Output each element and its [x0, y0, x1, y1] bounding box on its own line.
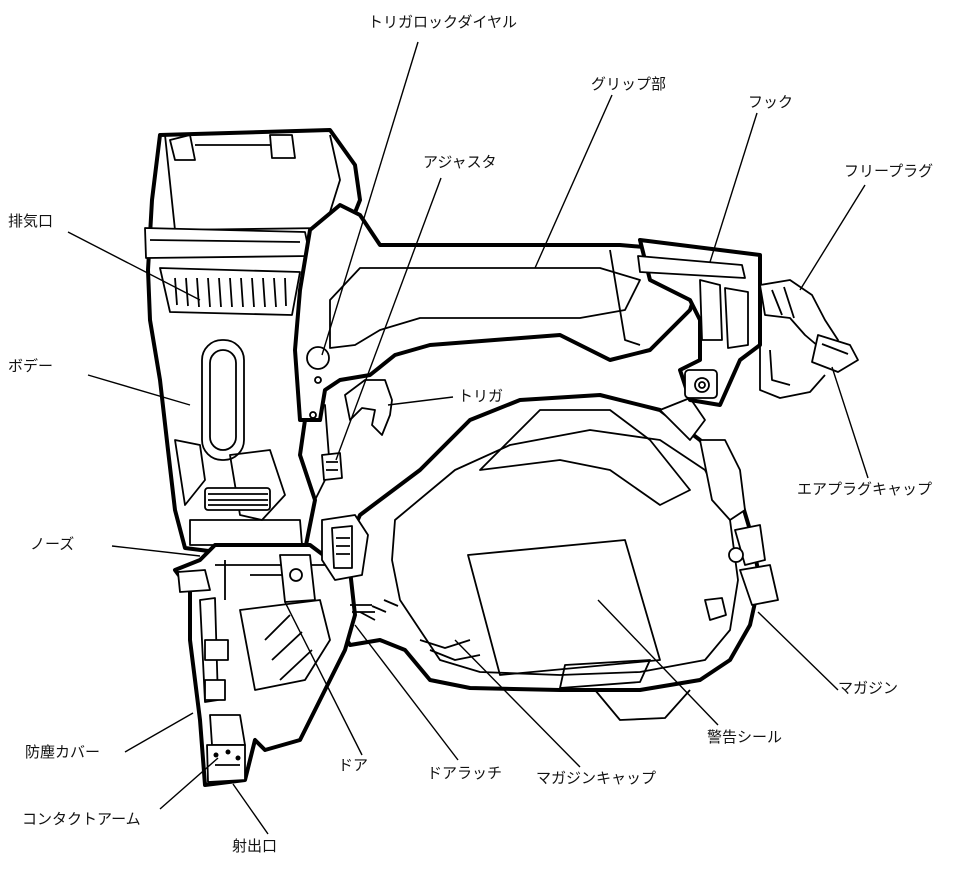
label-door-latch: ドアラッチ	[427, 764, 503, 782]
label-trigger: トリガ	[458, 387, 504, 405]
label-trigger-lock-dial: トリガロックダイヤル	[368, 13, 517, 31]
label-air-plug-cap: エアプラグキャップ	[797, 480, 933, 498]
adjuster-shape	[321, 452, 343, 481]
label-door: ドア	[338, 756, 369, 774]
label-free-plug: フリープラグ	[844, 162, 934, 180]
door-latch-shape	[321, 514, 375, 613]
label-grip: グリップ部	[591, 75, 667, 93]
trigger-lock-dial-shape	[306, 346, 330, 370]
label-exhaust: 排気口	[8, 212, 54, 230]
magazine-drum	[333, 393, 779, 721]
free-plug-and-cap	[759, 279, 859, 399]
label-hook: フック	[748, 93, 794, 111]
label-outlet: 射出口	[232, 837, 278, 855]
leader-lines	[67, 41, 869, 835]
nose-assembly	[173, 543, 357, 787]
label-nose: ノーズ	[30, 535, 75, 553]
exhaust-vent-frame	[159, 267, 301, 316]
label-body: ボデー	[8, 357, 54, 375]
grip-handle	[293, 203, 702, 422]
label-adjuster: アジャスタ	[423, 153, 497, 171]
hook-and-cap	[637, 238, 762, 407]
trigger-shape	[344, 379, 393, 436]
label-dust-cover: 防塵カバー	[25, 743, 101, 761]
label-warning-seal: 警告シール	[707, 728, 783, 746]
label-magazine: マガジン	[838, 679, 899, 697]
warning-seal-panel	[467, 539, 661, 676]
label-contact-arm: コンタクトアーム	[22, 810, 141, 828]
label-magazine-cap: マガジンキャップ	[536, 769, 657, 787]
exhaust-vent-slats	[174, 277, 287, 308]
